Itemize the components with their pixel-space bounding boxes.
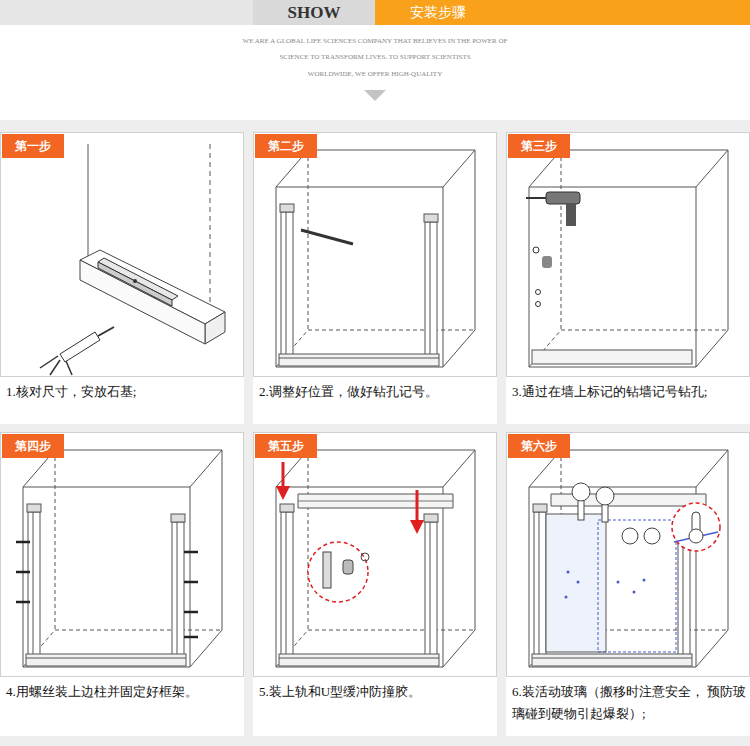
step-caption: 2.调整好位置，做好钻孔记号。 [259, 381, 495, 403]
tab-label: 第二步 [268, 138, 304, 155]
tab-label: 第六步 [521, 438, 557, 455]
tagline-text: SCIENCE TO TRANSFORM LIVES. TO SUPPORT S… [0, 53, 750, 62]
tagline-text: WE ARE A GLOBAL LIFE SCIENCES COMPANY TH… [0, 37, 750, 46]
tab-label: 安装步骤 [410, 4, 466, 22]
step-tab: 第一步 [2, 134, 64, 158]
tab-label: SHOW [288, 3, 341, 23]
header-tab: 安装步骤 [375, 0, 750, 25]
step-caption: 3.通过在墙上标记的钻墙记号钻孔; [512, 381, 748, 403]
step-card: 6.装活动玻璃（搬移时注意安全， 预防玻璃碰到硬物引起爆裂）; 第六步 [506, 432, 750, 736]
step-card: 5.装上轨和U型缓冲防撞胶。 第五步 [253, 432, 497, 736]
step-tab: 第二步 [255, 134, 317, 158]
tab-label: 第五步 [268, 438, 304, 455]
step-caption: 1.核对尺寸，安放石基; [6, 381, 242, 403]
step-card: 3.通过在墙上标记的钻墙记号钻孔; 第三步 [506, 132, 750, 422]
step-card: 4.用螺丝装上边柱并固定好框架。 第四步 [0, 432, 244, 736]
step-card: 1.核对尺寸，安放石基; 第一步 [0, 132, 244, 422]
tab-label: 第四步 [15, 438, 51, 455]
header-tab: SHOW [253, 0, 375, 25]
tab-label: 第一步 [15, 138, 51, 155]
tab-label: 第三步 [521, 138, 557, 155]
step-caption: 4.用螺丝装上边柱并固定好框架。 [6, 681, 242, 703]
step-tab: 第六步 [508, 434, 570, 458]
step-tab: 第五步 [255, 434, 317, 458]
step-caption: 5.装上轨和U型缓冲防撞胶。 [259, 681, 495, 703]
tagline-text: WORLDWIDE, WE OFFER HIGH-QUALITY [0, 70, 750, 79]
step-card: 2.调整好位置，做好钻孔记号。 第二步 [253, 132, 497, 422]
step-caption: 6.装活动玻璃（搬移时注意安全， 预防玻璃碰到硬物引起爆裂）; [512, 681, 748, 725]
step-tab: 第四步 [2, 434, 64, 458]
step-tab: 第三步 [508, 134, 570, 158]
